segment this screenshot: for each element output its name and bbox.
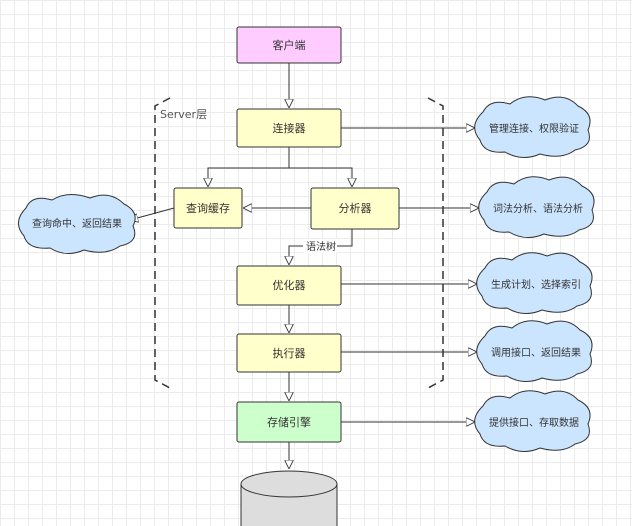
- cloud-analyzer-note-label: 词法分析、语法分析: [493, 202, 583, 215]
- node-connector: 连接器: [236, 108, 342, 148]
- node-query-cache-label: 查询缓存: [186, 201, 230, 215]
- node-analyzer-label: 分析器: [339, 201, 372, 215]
- server-region-label: Server层: [160, 108, 207, 121]
- edge-cache-note: [130, 207, 175, 220]
- node-client-label: 客户端: [273, 38, 306, 52]
- edge-label-bg: [303, 239, 337, 253]
- cloud-engine-note-label: 提供接口、存取数据: [489, 416, 579, 429]
- edge-connector-branch: [208, 147, 290, 186]
- node-query-cache: 查询缓存: [173, 187, 243, 229]
- node-optimizer-label: 优化器: [273, 278, 306, 292]
- server-region: Server层: [154, 97, 444, 389]
- node-storage-engine-label: 存储引擎: [267, 415, 311, 429]
- cloud-cache-note: 查询命中、返回结果: [18, 194, 136, 254]
- connections: 语法树: [130, 63, 478, 468]
- cloud-optimizer-note: 生成计划、选择索引: [476, 252, 593, 314]
- node-executor-label: 执行器: [273, 346, 306, 360]
- cloud-analyzer-note: 词法分析、语法分析: [478, 176, 595, 238]
- node-client: 客户端: [236, 26, 342, 64]
- database-cylinder: [240, 470, 338, 526]
- node-analyzer: 分析器: [310, 187, 400, 230]
- edge-label-syntax-tree: 语法树: [306, 240, 336, 253]
- cloud-cache-note-label: 查询命中、返回结果: [32, 217, 122, 230]
- node-storage-engine: 存储引擎: [236, 401, 342, 443]
- cloud-connector-note-label: 管理连接、权限验证: [489, 122, 579, 135]
- server-region-left-bracket: [154, 97, 171, 389]
- edge-connector-analyzer: [289, 167, 352, 186]
- cloud-optimizer-note-label: 生成计划、选择索引: [491, 278, 581, 291]
- cloud-executor-note: 调用接口、返回结果: [476, 320, 593, 382]
- node-connector-label: 连接器: [273, 122, 306, 135]
- cloud-executor-note-label: 调用接口、返回结果: [491, 346, 581, 359]
- server-region-right-bracket: [427, 97, 444, 389]
- cloud-connector-note: 管理连接、权限验证: [474, 96, 591, 158]
- node-optimizer: 优化器: [236, 265, 342, 306]
- node-executor: 执行器: [236, 333, 342, 373]
- cloud-engine-note: 提供接口、存取数据: [474, 390, 591, 452]
